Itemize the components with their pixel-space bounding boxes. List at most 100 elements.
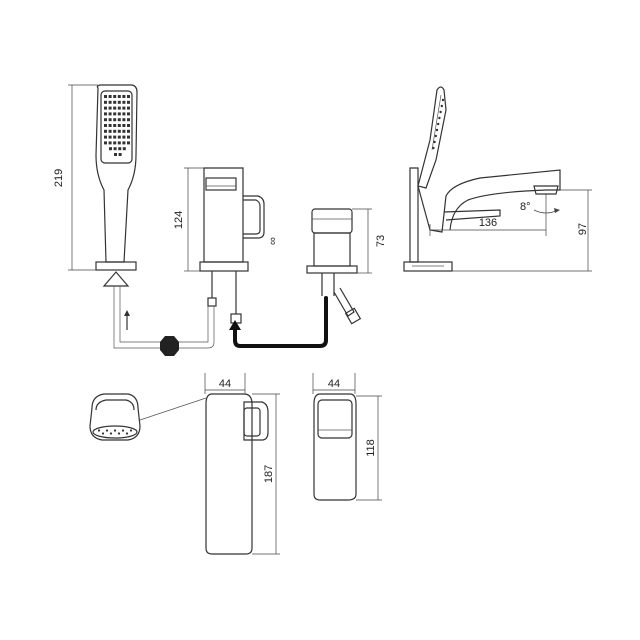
dim-label-187: 187 bbox=[263, 465, 275, 483]
nozzle-dot bbox=[122, 95, 126, 98]
nozzle-dot bbox=[113, 118, 117, 122]
dim-spout-depth: 187 bbox=[252, 393, 280, 555]
side-nozzle-dot bbox=[434, 134, 437, 138]
dim-spout-angle: 8° bbox=[520, 201, 560, 214]
hand-shower-front bbox=[95, 84, 138, 287]
side-nozzle-dot bbox=[438, 116, 441, 120]
dim-label-219: 219 bbox=[53, 169, 65, 187]
nozzle-dot bbox=[117, 112, 121, 116]
head-nozzle-dot bbox=[125, 432, 129, 435]
nozzle-dot bbox=[108, 124, 112, 127]
nozzle-dot bbox=[113, 100, 117, 104]
dim-label-44-spout: 44 bbox=[219, 378, 231, 390]
nozzle-dot bbox=[122, 147, 126, 151]
dim-label-118: 118 bbox=[365, 439, 377, 457]
nozzle-dot bbox=[122, 141, 126, 145]
nozzle-dot bbox=[117, 129, 121, 133]
side-nozzle-dot bbox=[440, 104, 443, 108]
nozzle-dot bbox=[109, 147, 112, 151]
nozzle-dot bbox=[117, 95, 121, 98]
nozzle-dot bbox=[113, 95, 117, 98]
nozzle-dot bbox=[117, 100, 121, 104]
head-nozzle-dot bbox=[101, 432, 105, 435]
dim-label-124: 124 bbox=[173, 211, 185, 229]
nozzle-dot bbox=[104, 124, 107, 127]
nozzle-dot bbox=[122, 129, 126, 133]
nozzle-dot bbox=[122, 118, 126, 122]
nozzle-dot bbox=[127, 141, 130, 145]
nozzle-dot bbox=[122, 106, 126, 110]
nozzle-dot bbox=[104, 141, 107, 145]
nozzle-dot bbox=[104, 106, 107, 110]
dim-label-44-valve: 44 bbox=[328, 378, 340, 390]
spout-plan-view bbox=[205, 393, 269, 555]
nozzle-dot bbox=[122, 124, 126, 127]
hoses bbox=[113, 286, 328, 356]
nozzle-dot bbox=[113, 124, 117, 127]
side-nozzle-dot bbox=[437, 122, 440, 126]
nozzle-dot bbox=[127, 129, 130, 133]
nozzle-dot bbox=[127, 118, 130, 122]
nozzle-dot bbox=[104, 100, 107, 104]
nozzle-dot bbox=[127, 95, 130, 98]
nozzle-dot bbox=[117, 141, 121, 145]
head-nozzle-dot bbox=[121, 429, 125, 432]
nozzle-dot bbox=[127, 135, 130, 139]
dim-label-8deg: 8° bbox=[520, 201, 531, 213]
head-nozzle-dot bbox=[117, 432, 121, 435]
valve-plan-view bbox=[313, 393, 357, 501]
nozzle-dot bbox=[113, 141, 117, 145]
nozzle-dot bbox=[113, 106, 117, 110]
shower-nozzle-grid bbox=[104, 95, 130, 156]
nozzle-dot bbox=[108, 106, 112, 110]
nozzle-dot bbox=[104, 118, 107, 122]
side-nozzle-dot bbox=[435, 128, 439, 132]
dim-valve-height: 73 bbox=[352, 208, 387, 274]
nozzle-dot bbox=[118, 147, 122, 151]
shower-head-detail bbox=[89, 393, 207, 441]
nozzle-dot bbox=[113, 129, 117, 133]
nozzle-dot bbox=[127, 106, 130, 110]
dim-label-97: 97 bbox=[577, 223, 589, 235]
nozzle-dot bbox=[108, 129, 112, 133]
side-nozzle-dot bbox=[433, 140, 436, 144]
nozzle-dot bbox=[118, 153, 122, 156]
nozzle-dot bbox=[108, 112, 112, 116]
head-nozzle-dot bbox=[113, 429, 117, 432]
nozzle-dot bbox=[122, 100, 126, 104]
nozzle-dot bbox=[117, 106, 121, 110]
nozzle-dot bbox=[113, 112, 117, 116]
diverter-valve-front bbox=[306, 208, 362, 325]
nozzle-dot bbox=[104, 95, 107, 98]
faucet-side-view bbox=[403, 86, 561, 272]
side-nozzle-dot bbox=[441, 98, 445, 102]
nozzle-dot bbox=[104, 129, 107, 133]
dim-label-136: 136 bbox=[479, 217, 497, 229]
head-nozzle-dot bbox=[129, 429, 133, 432]
nozzle-dot bbox=[122, 112, 126, 116]
nozzle-dot bbox=[108, 95, 112, 98]
nozzle-dot bbox=[104, 135, 107, 139]
side-nozzle-dot bbox=[439, 110, 442, 114]
nozzle-dot bbox=[114, 153, 117, 156]
nozzle-dot bbox=[117, 124, 121, 127]
nozzle-dot bbox=[127, 112, 130, 116]
dim-handshower-height: 219 bbox=[53, 84, 98, 271]
head-nozzles bbox=[97, 429, 133, 435]
side-nozzle-dot bbox=[432, 146, 435, 150]
nozzle-dot bbox=[127, 124, 130, 127]
nozzle-dot bbox=[113, 135, 117, 139]
spout-connectors bbox=[207, 271, 242, 324]
nozzle-dot bbox=[108, 135, 112, 139]
nozzle-dot bbox=[117, 118, 121, 122]
nozzle-dot bbox=[122, 135, 126, 139]
dim-spout-width: 44 bbox=[204, 373, 246, 394]
nozzle-dot bbox=[108, 100, 112, 104]
nozzle-dot bbox=[113, 147, 117, 151]
spout-front: ∞ bbox=[199, 167, 279, 272]
dim-spout-height: 124 bbox=[173, 167, 204, 272]
dim-label-73: 73 bbox=[375, 235, 387, 247]
head-nozzle-dot bbox=[109, 432, 113, 435]
head-nozzle-dot bbox=[105, 429, 109, 432]
